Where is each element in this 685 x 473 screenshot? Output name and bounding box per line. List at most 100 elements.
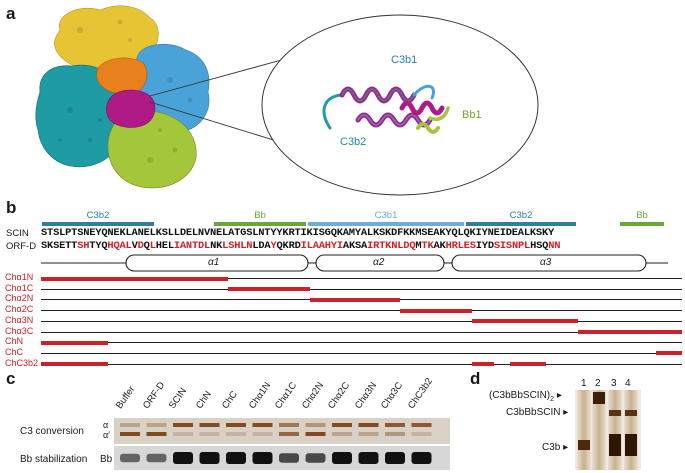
orfd-seq-segment: ES	[463, 240, 476, 252]
orfd-seq-segment: Y	[270, 240, 277, 252]
orfd-seq-segment: HRL	[445, 240, 464, 252]
lane-label: ChC	[219, 389, 240, 411]
magenta-scin	[106, 89, 156, 128]
orfd-seq-segment: LDA	[252, 240, 271, 252]
native-lane-2	[592, 390, 606, 470]
construct-segment	[472, 319, 578, 324]
bb-band	[305, 453, 326, 463]
alpha-band	[279, 423, 299, 427]
region-bar	[620, 222, 664, 226]
construct-label: Chα2C	[5, 304, 34, 315]
alpha-prime-label: α′	[103, 430, 110, 440]
alpha-band	[146, 423, 167, 427]
region-bar	[42, 222, 154, 226]
region-bar	[308, 222, 464, 226]
green-tail	[428, 106, 450, 121]
band-c3b	[578, 440, 590, 450]
orfd-seq-segment: QKRD	[276, 240, 301, 252]
construct-label: Chα2N	[5, 293, 34, 304]
panel-d-letter: d	[470, 369, 481, 388]
alpha-prime-band	[146, 432, 167, 436]
native-lane-1	[577, 390, 591, 470]
region-label: Bb	[254, 210, 266, 221]
construct-segment	[656, 351, 682, 356]
band-mono-label: C3bBbSCIN ▸	[506, 407, 569, 418]
alpha-prime-band	[226, 432, 246, 436]
construct-line	[41, 352, 682, 354]
scin-sequence: STSLPTSNEYQNEKLANELKSLLDELNVNELATGSLNTYY…	[41, 227, 555, 239]
orfd-seq-segment: SKSETT	[41, 240, 78, 252]
alpha-band	[226, 423, 246, 427]
helix-box-a1	[125, 254, 309, 272]
helix-label-a3: α3	[540, 257, 552, 268]
construct-line	[41, 331, 682, 333]
lane-smear	[624, 390, 638, 470]
orfd-seq-segment: HSQ	[530, 240, 549, 252]
orfd-seq-segment: IYD	[475, 240, 494, 252]
panel-b-letter: b	[6, 198, 17, 217]
orfd-seq-segment: ILAAHYI	[300, 240, 343, 252]
construct-label: Chα1N	[5, 272, 34, 282]
bb-band	[146, 453, 167, 463]
alpha-prime-band	[358, 432, 379, 436]
alpha-band	[332, 423, 352, 427]
alpha-prime-band	[252, 432, 273, 436]
band-dimer	[593, 392, 605, 404]
lane-label: Chα3N	[352, 380, 379, 411]
lane-label: ChC3b2	[405, 376, 435, 411]
construct-label: Chα1C	[5, 282, 34, 293]
bb-band	[332, 452, 352, 464]
construct-line	[41, 310, 682, 312]
zoom-label-c3b2: C3b2	[340, 136, 367, 148]
construct-segment	[41, 276, 228, 281]
helix-box-a2	[315, 254, 445, 272]
helix-box-a3	[451, 254, 647, 272]
gel-c3-conversion	[114, 418, 450, 444]
orfd-seq-segment: SIS	[493, 240, 512, 252]
construct-segment	[41, 340, 108, 345]
helix-1-edge	[341, 88, 415, 102]
orfd-seq-segment: HEL	[155, 240, 174, 252]
construct-label: ChC	[5, 346, 24, 357]
c3-conversion-label: C3 conversion	[20, 426, 84, 437]
bb-band	[252, 452, 273, 464]
gel1-bands	[120, 423, 432, 436]
lane-number-4: 4	[625, 378, 631, 389]
alpha-prime-band	[332, 432, 352, 436]
band-mono	[625, 410, 637, 416]
construct-segment	[228, 287, 310, 292]
orfd-seq-segment: NPL	[511, 240, 531, 252]
gel-bg	[114, 418, 450, 444]
construct-segment	[400, 308, 472, 313]
gel2-bands	[120, 452, 432, 464]
region-label: Bb	[636, 210, 648, 221]
bb-band	[120, 453, 140, 463]
lane-label: ChN	[193, 389, 214, 411]
bb-band	[411, 452, 432, 464]
construct-label: ChN	[5, 336, 24, 347]
alpha-prime-band	[385, 432, 405, 436]
construct-label: Chα3N	[5, 314, 34, 325]
construct-segment	[310, 297, 400, 302]
construct-line	[41, 342, 682, 344]
band-mono-text: C3bBbSCIN	[506, 407, 561, 418]
lane-label: Chα2C	[325, 380, 353, 411]
zoom-line-top	[149, 55, 297, 97]
alpha-label: α	[103, 420, 109, 430]
lane-label: SCIN	[166, 386, 190, 411]
region-bar	[214, 222, 306, 226]
orfd-name: ORF-D	[6, 241, 37, 252]
orfd-seq-segment: HQAL	[107, 240, 132, 252]
orfd-seq-segment: AK	[433, 240, 446, 252]
alpha-band	[358, 423, 379, 427]
orfd-sequence: SKSETTSHTYQHQALVDQLHELIANTDLNKLSHLNLDAYQ…	[41, 240, 560, 252]
band-c3b-text: C3b	[542, 442, 561, 453]
construct-line	[41, 288, 682, 290]
bb-band	[358, 452, 379, 464]
lane-smear	[592, 390, 606, 470]
lane-smear	[577, 390, 591, 470]
region-bar	[466, 222, 576, 226]
helix-label-a1: α1	[208, 257, 220, 268]
lane-label: Chα1N	[246, 380, 273, 411]
orfd-seq-segment: AKSA	[342, 240, 368, 252]
